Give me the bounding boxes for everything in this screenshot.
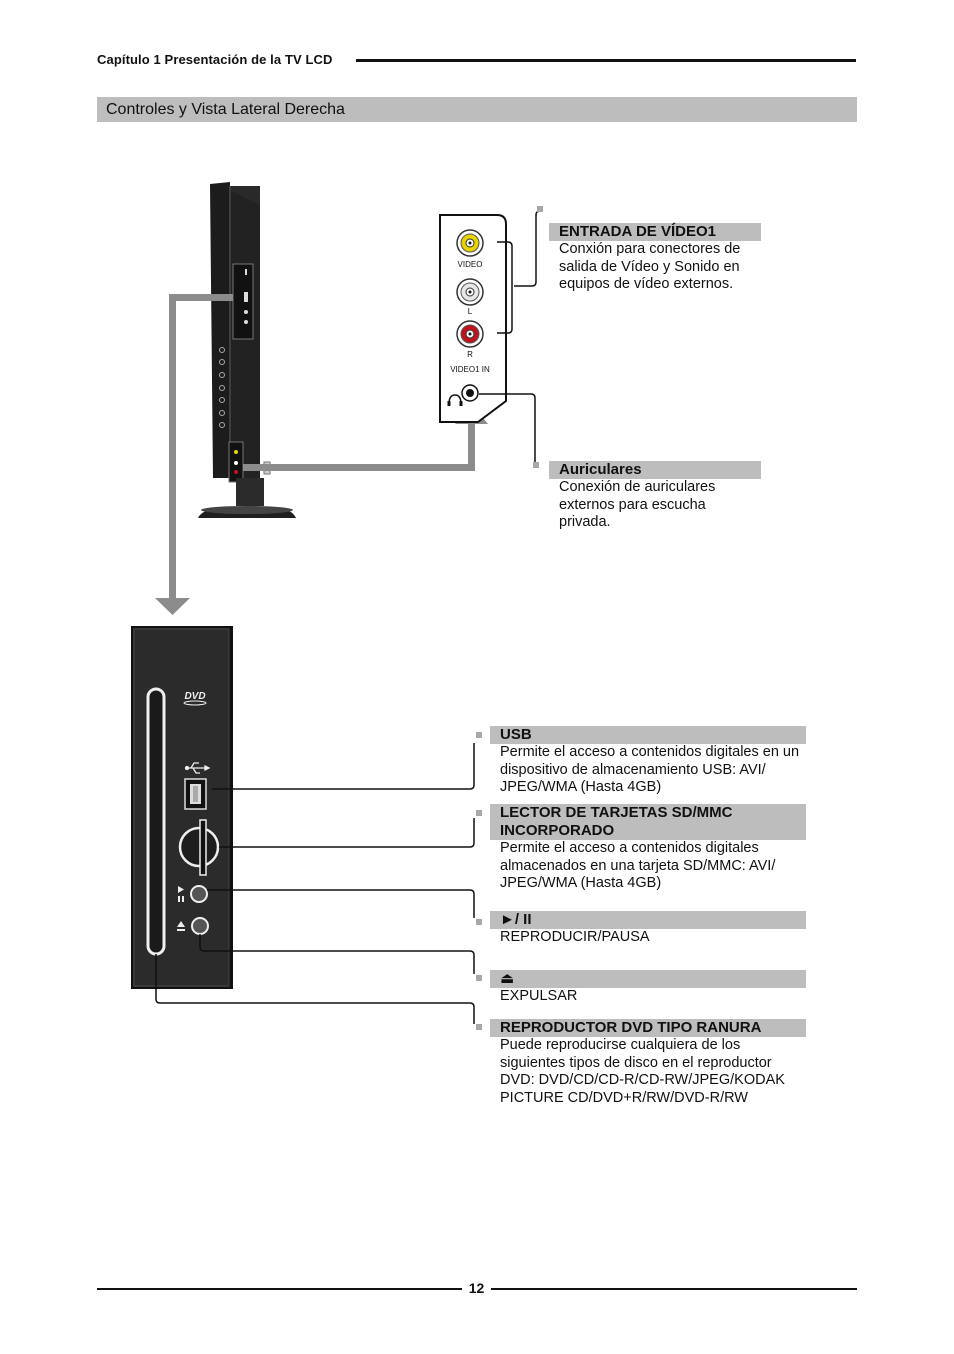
leader-markers	[476, 206, 543, 1030]
right-label: R	[467, 350, 473, 359]
callout-title: USB	[490, 726, 806, 744]
callout-headphones: Auriculares Conexión de auriculares exte…	[549, 461, 761, 532]
video-label: VIDEO	[458, 260, 483, 269]
callout-description: Permite el acceso a contenidos digitales…	[500, 744, 800, 795]
callout-description: Permite el acceso a contenidos digitales…	[500, 840, 776, 891]
footer-rule-left	[97, 1288, 462, 1290]
callout-eject: ⏏ EXPULSAR	[490, 970, 806, 1006]
eject-icon	[177, 921, 185, 931]
dvd-logo: DVD	[184, 691, 205, 702]
video-input-panel: VIDEO L R VIDEO1 IN	[439, 214, 507, 423]
callout-description: Puede reproducirse cualquiera de los sig…	[500, 1037, 785, 1106]
headphone-icon	[448, 394, 462, 405]
callout-title: LECTOR DE TARJETAS SD/MMC INCORPORADO	[490, 804, 806, 840]
callout-description: REPRODUCIR/PAUSA	[500, 929, 650, 945]
callout-description: EXPULSAR	[500, 988, 578, 1004]
callout-video-input: ENTRADA DE VÍDEO1 Conxión para conectore…	[549, 223, 761, 294]
page-number: 12	[468, 1280, 485, 1296]
callout-description: Conxión para conectores de salida de Víd…	[559, 241, 741, 292]
usb-icon	[184, 762, 211, 774]
play-pause-icon	[178, 886, 184, 902]
footer-rule-right	[491, 1288, 857, 1290]
play-pause-button[interactable]	[190, 885, 208, 903]
dvd-slot[interactable]	[146, 687, 166, 956]
header-rule	[356, 59, 856, 62]
dvd-panel: DVD	[131, 626, 233, 989]
callout-title: Auriculares	[549, 461, 761, 479]
callout-description: Conexión de auriculares externos para es…	[559, 479, 716, 530]
callout-play-pause: ►/ II REPRODUCIR/PAUSA	[490, 911, 806, 947]
video1-in-label: VIDEO1 IN	[450, 365, 490, 374]
callout-title: ENTRADA DE VÍDEO1	[549, 223, 761, 241]
callout-title: REPRODUCTOR DVD TIPO RANURA	[490, 1019, 806, 1037]
connector-arrows	[155, 294, 488, 615]
callout-dvd-slot: REPRODUCTOR DVD TIPO RANURA Puede reprod…	[490, 1019, 806, 1107]
chapter-header: Capítulo 1 Presentación de la TV LCD	[97, 52, 333, 67]
eject-button[interactable]	[191, 917, 209, 935]
section-title: Controles y Vista Lateral Derecha	[97, 97, 857, 122]
card-reader-slot[interactable]	[178, 826, 220, 868]
callout-title: ⏏	[490, 970, 806, 988]
tv-side-view	[198, 182, 296, 518]
left-label: L	[468, 307, 473, 316]
callout-usb: USB Permite el acceso a contenidos digit…	[490, 726, 806, 797]
callout-title: ►/ II	[490, 911, 806, 929]
callout-card-reader: LECTOR DE TARJETAS SD/MMC INCORPORADO Pe…	[490, 804, 806, 893]
